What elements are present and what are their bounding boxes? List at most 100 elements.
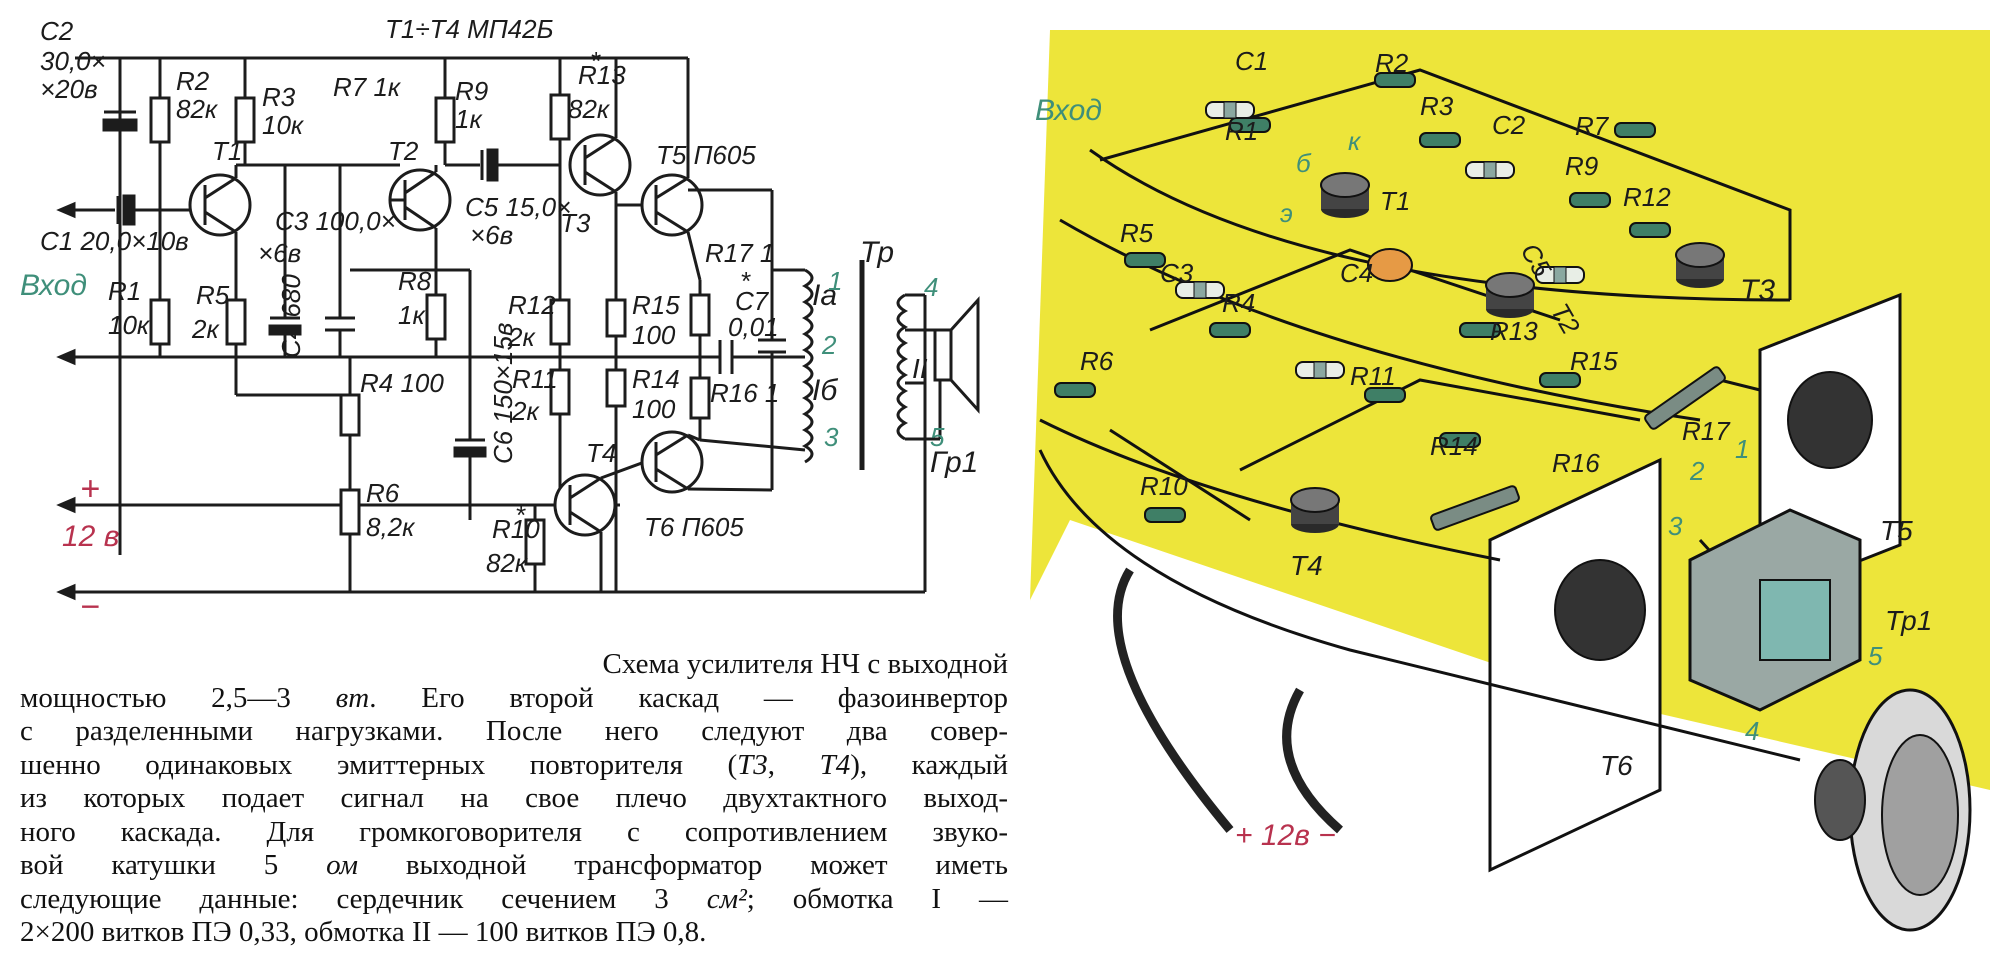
t6-power-transistor (1554, 559, 1646, 661)
r4-resistor (339, 393, 361, 437)
t6-heatsink-plate (1488, 457, 1662, 873)
assembly-drawing (1030, 30, 1990, 932)
label-r10: R10 (492, 514, 540, 544)
asm-label-r9: R9 (1565, 151, 1598, 181)
label-r8-value: 1к (398, 300, 426, 330)
asm-label-r4: R4 (1222, 288, 1255, 318)
label-minus: − (80, 588, 100, 626)
power-cable-minus (1282, 687, 1343, 834)
label-c2: C2 (40, 16, 74, 46)
t4-part (1290, 487, 1340, 534)
r13-resistor (549, 93, 571, 141)
label-t6: T6 П605 (644, 512, 744, 542)
caption-line-8-b: ; обмотка I — (746, 882, 1008, 915)
label-c3: C3 100,0× (275, 206, 396, 236)
speaker-magnet-part (1814, 759, 1866, 841)
label-12v: 12 в (62, 520, 119, 553)
caption-line-3: с разделенными нагрузками. После него сл… (20, 715, 1008, 747)
t3-transistor (568, 133, 632, 197)
label-r16: R16 1 (710, 378, 779, 408)
t4-transistor (553, 473, 617, 537)
label-pin-2: 2 (821, 330, 837, 360)
c5-capacitor (486, 148, 499, 182)
label-c4: C4 680 (276, 274, 306, 358)
label-ib: Iб (812, 374, 838, 407)
t5-transistor (640, 173, 704, 237)
caption-line-2: мощностью 2,5—3 вт. Его второй каскад — … (20, 682, 1008, 716)
asm-label-r10: R10 (1140, 471, 1188, 501)
caption-sep: , (767, 748, 820, 781)
t2-part (1485, 272, 1535, 319)
asm-label-r6: R6 (1080, 346, 1114, 376)
caption-line-7-a: вой катушки 5 (20, 849, 327, 881)
label-ii: II (912, 353, 928, 384)
label-r3: R3 (262, 82, 296, 112)
label-tr: Тр (860, 236, 894, 269)
r16-resistor (689, 376, 711, 420)
label-r1: R1 (108, 276, 141, 306)
label-c7: C7 (735, 286, 770, 316)
c2-plate-bottom (102, 118, 138, 132)
transformer-winding (1759, 579, 1831, 661)
asm-label-t4: T4 (1290, 550, 1323, 581)
label-r13: R13 (578, 60, 626, 90)
label-r15-value: 100 (632, 320, 676, 350)
label-ia: Iа (812, 279, 837, 312)
c6-part (1295, 361, 1345, 379)
label-r5: R5 (196, 280, 230, 310)
label-r9-value: 1к (455, 104, 483, 134)
label-r17-star: * (740, 266, 751, 296)
caption-unit-ohm: ом (326, 849, 358, 881)
asm-label-vhod: Вход (1035, 94, 1102, 127)
asm-label-power: + 12в − (1235, 819, 1336, 852)
asm-label-t3: T3 (1740, 274, 1775, 307)
asm-label-tr1: Тр1 (1885, 605, 1932, 636)
r2-resistor (149, 96, 171, 144)
asm-label-c1: C1 (1235, 46, 1268, 76)
label-r14-value: 100 (632, 394, 676, 424)
label-c7-value: 0,01 (728, 312, 779, 342)
c6-capacitor (453, 446, 487, 458)
caption-line-5: из которых подает сигнал на свое плечо д… (20, 782, 1008, 814)
caption-line-1: Схема усилителя НЧ с выходной (602, 648, 1008, 680)
r5-part (1124, 252, 1166, 268)
c1-capacitor (122, 194, 136, 226)
caption-line-8-a: следующие данные: сердечник сечением 3 (20, 882, 707, 915)
r17-resistor (689, 293, 711, 337)
caption-line-4-a: шенно одинаковых эмиттерных повторителя … (20, 748, 738, 781)
arrow-input (56, 348, 76, 366)
label-r6-value: 8,2к (366, 512, 416, 542)
asm-label-pin-1: 1 (1735, 434, 1749, 464)
label-pin-1: 1 (828, 266, 842, 296)
asm-label-t6: T6 (1600, 750, 1633, 781)
r1-resistor (149, 298, 171, 346)
caption-line-4-b: ), каждый (850, 748, 1009, 781)
arrow-plus (56, 496, 76, 514)
label-r13-value: 82к (568, 94, 611, 124)
asm-label-pin-b: б (1296, 148, 1312, 178)
speaker-cone-inner (1881, 734, 1959, 896)
r15-resistor (605, 298, 627, 338)
speaker-cone (949, 296, 980, 414)
caption-line-7: вой катушки 5 ом выходной трансформатор … (20, 849, 1008, 883)
asm-label-r17: R17 (1682, 416, 1731, 446)
label-gr: Гр1 (930, 446, 978, 479)
label-r5-value: 2к (191, 314, 220, 344)
label-t5: T5 П605 (656, 140, 756, 170)
label-t3: T3 (560, 208, 591, 238)
label-c5: C5 15,0× (465, 192, 571, 222)
label-r11-value: 2к (511, 396, 540, 426)
label-pin-5: 5 (930, 422, 945, 452)
circuit-schematic (56, 56, 980, 601)
caption-line-2-b: . Его второй каскад — фазоинвертор (369, 681, 1008, 714)
r16-part (1430, 485, 1520, 531)
t1-transistor (188, 173, 252, 237)
label-r17: R17 1 (705, 238, 774, 268)
r9-part (1569, 192, 1611, 208)
r6-resistor (339, 488, 361, 536)
caption-line-6: ного каскада. Для громкоговорителя с соп… (20, 815, 1008, 848)
speaker-magnet (933, 328, 953, 382)
r8-resistor (425, 293, 447, 341)
